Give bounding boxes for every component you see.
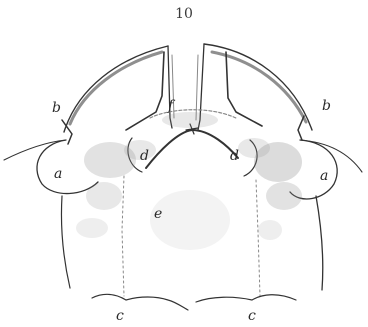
label-a-left: a xyxy=(54,166,62,182)
label-d-left: d xyxy=(140,148,149,164)
bottom-curve-right xyxy=(196,295,296,302)
label-c-right: c xyxy=(248,308,256,324)
label-c-left: c xyxy=(116,308,124,324)
label-b-left: b xyxy=(52,100,61,116)
central-hump xyxy=(146,130,238,168)
stipple-right xyxy=(238,138,302,240)
dome-shade-left xyxy=(70,52,162,124)
label-d-right: d xyxy=(230,148,239,164)
bottom-curve-left xyxy=(92,294,188,310)
body-right-side xyxy=(316,196,323,290)
label-e: e xyxy=(154,206,162,222)
body-inner-right xyxy=(256,180,260,296)
label-f: f xyxy=(167,98,176,114)
figure-number: 10 xyxy=(175,6,193,22)
body-inner-left xyxy=(122,176,124,296)
label-b-right: b xyxy=(322,98,331,114)
whisker-right xyxy=(300,140,362,172)
dome-outline xyxy=(64,46,168,132)
label-a-right: a xyxy=(320,168,328,184)
dome-outline-right xyxy=(204,44,312,130)
b-right-joint xyxy=(298,116,304,140)
body-left-side xyxy=(61,196,70,288)
stipple-center xyxy=(150,112,230,250)
